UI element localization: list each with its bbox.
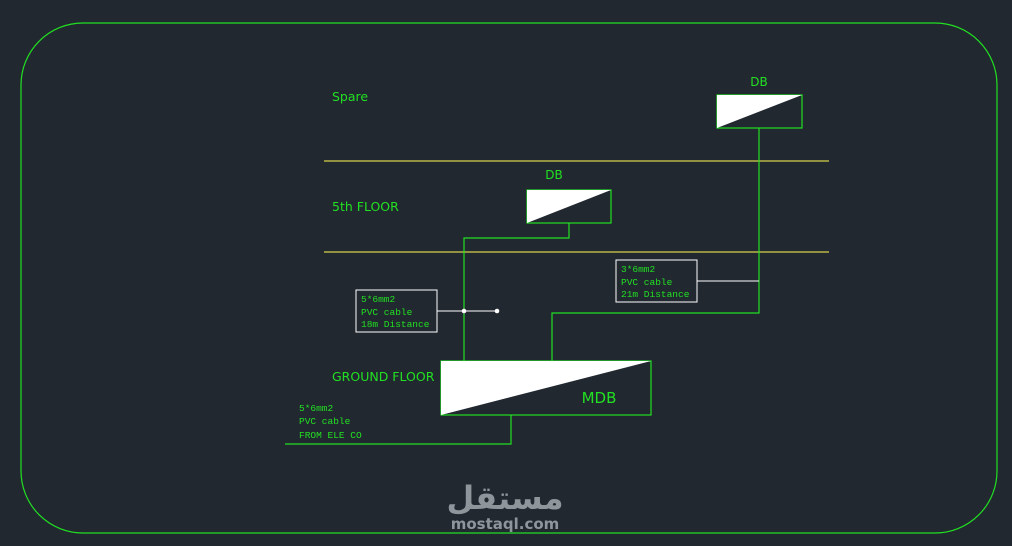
floor-label-ground: GROUND FLOOR bbox=[332, 369, 435, 384]
db-panel-top: DB bbox=[716, 75, 803, 129]
feeder-top-db bbox=[551, 128, 760, 361]
cable-tag-top-line2: PVC cable bbox=[621, 277, 673, 288]
cable-incoming-line2: PVC cable bbox=[299, 416, 351, 427]
incoming-supply-line bbox=[285, 415, 512, 445]
cable-tag-5th-line3: 18m Distance bbox=[361, 319, 430, 330]
mostaql-watermark: مستقل mostaql.com bbox=[446, 479, 563, 533]
db-label-5th: DB bbox=[545, 168, 562, 182]
cable-label-incoming: 5*6mm2 PVC cable FROM ELE CO bbox=[299, 403, 362, 441]
db-label-top: DB bbox=[750, 75, 767, 89]
cable-tag-5th-line2: PVC cable bbox=[361, 307, 413, 318]
mdb-panel: MDB bbox=[440, 360, 652, 416]
cable-incoming-line3: FROM ELE CO bbox=[299, 430, 362, 441]
cable-tag-5th-line1: 5*6mm2 bbox=[361, 294, 396, 305]
cable-tag-top: 3*6mm2 PVC cable 21m Distance bbox=[615, 259, 698, 303]
floor-label-spare: Spare bbox=[332, 89, 368, 104]
cable-tag-top-line3: 21m Distance bbox=[621, 289, 690, 300]
cable-incoming-line1: 5*6mm2 bbox=[299, 403, 334, 414]
watermark-site: mostaql.com bbox=[451, 515, 560, 533]
mdb-label: MDB bbox=[582, 389, 617, 407]
cable-tag-5th: 5*6mm2 PVC cable 18m Distance bbox=[355, 289, 438, 333]
db-panel-5th: DB bbox=[526, 168, 612, 224]
cable-tag-top-line1: 3*6mm2 bbox=[621, 264, 656, 275]
floor-label-5th: 5th FLOOR bbox=[332, 199, 399, 214]
watermark-logo: مستقل bbox=[446, 479, 563, 517]
drawing-frame bbox=[20, 22, 998, 534]
feeder-5th-floor bbox=[463, 223, 570, 361]
leader-5th-cable bbox=[437, 308, 500, 314]
